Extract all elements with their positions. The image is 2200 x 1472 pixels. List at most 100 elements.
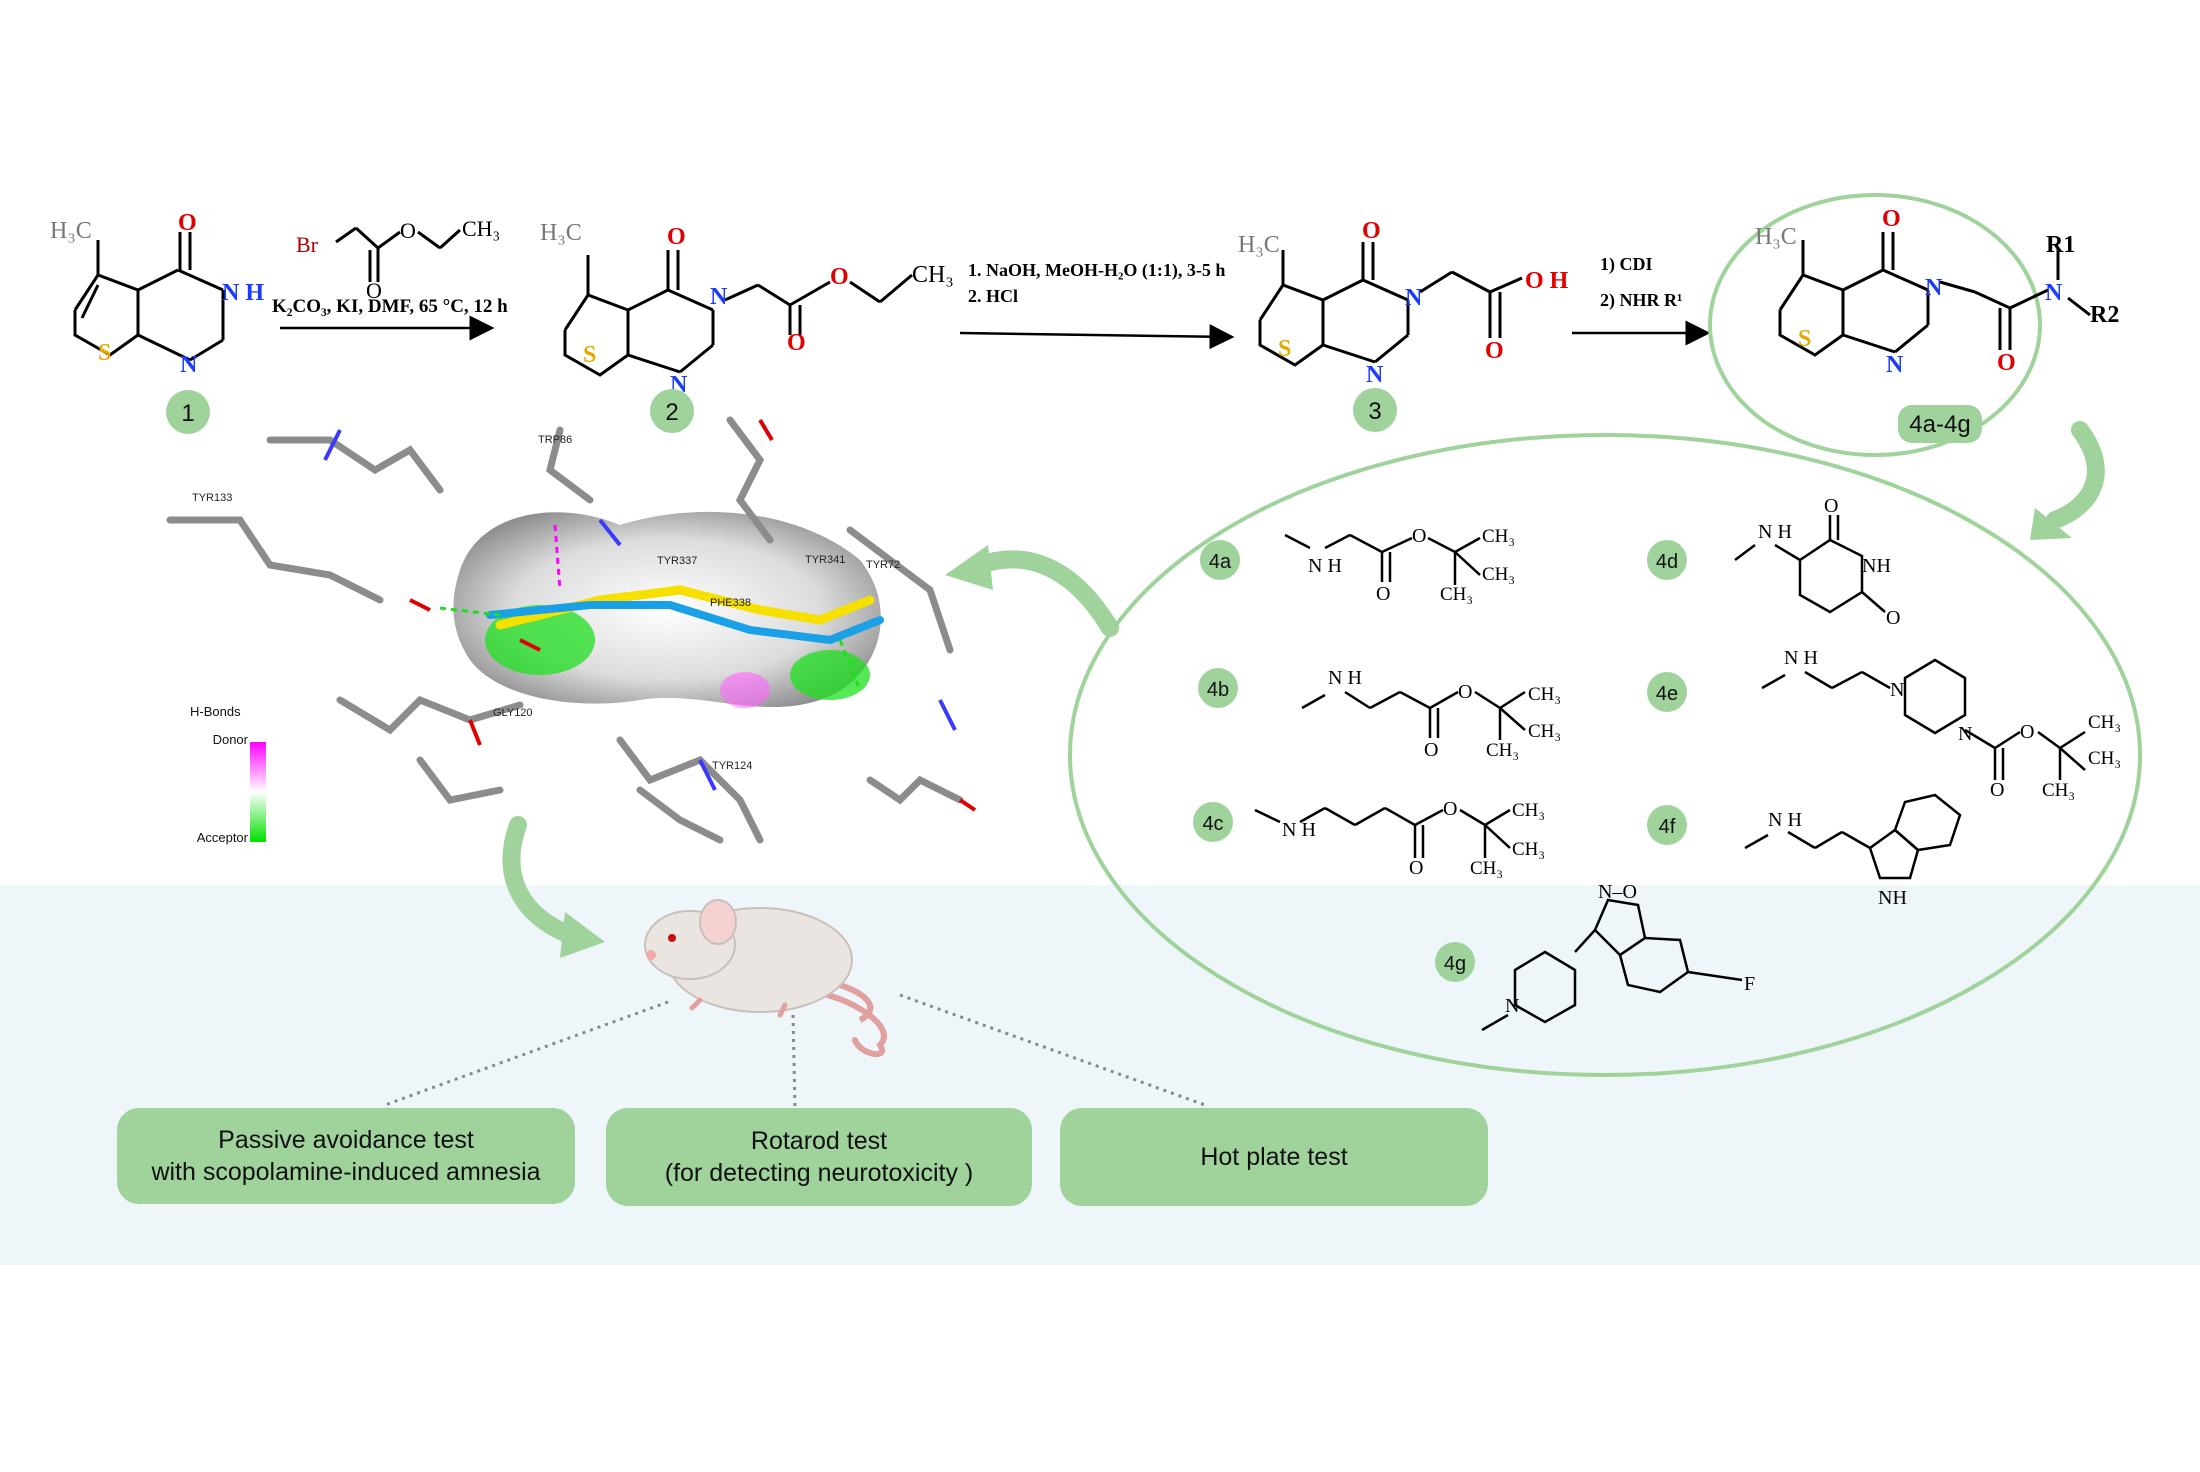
derivative-4a-ch3-2: CH₃	[1482, 564, 1515, 585]
product-to-derivatives-arrow	[2046, 421, 2105, 529]
compound-2-n3: N	[710, 284, 728, 310]
compound-1-structure	[73, 232, 225, 362]
derivative-4b-o1: O	[1424, 739, 1438, 761]
derivative-4d-structure	[1734, 515, 1886, 614]
carbonyl-oxygen: O	[366, 278, 382, 303]
assay-box-rotarod-line2: (for detecting neurotoxicity )	[664, 1159, 974, 1187]
product-r2: R2	[2090, 302, 2119, 328]
product-general-structure	[1778, 232, 2091, 357]
hbond-legend-donor: Donor	[213, 732, 249, 747]
compound-3-structure	[1258, 242, 1523, 367]
compound-2-ch3: CH₃	[912, 262, 954, 288]
assay-box-hot-plate-line1: Hot plate test	[1200, 1143, 1348, 1171]
compound-1-nh: N H	[222, 280, 264, 306]
step2-conditions-2: 2. HCl	[968, 286, 1018, 306]
product-methyl: H₃C	[1755, 224, 1797, 250]
docking-to-assay-arrowhead	[560, 912, 605, 958]
compound-2-structure	[563, 250, 913, 377]
derivative-4e-structure	[1761, 658, 2086, 780]
residue-label-trp86: TRP86	[538, 434, 572, 446]
docking-to-assay-arrow	[502, 816, 579, 944]
compound-1-n: N	[180, 352, 198, 378]
ester-oxygen: O	[400, 218, 416, 243]
compound-3-label: 3	[1368, 398, 1381, 425]
derivative-4c-ch3-3: CH₃	[1470, 858, 1503, 879]
hbond-legend-gradient	[250, 742, 266, 842]
derivative-4d-badge	[1647, 540, 1687, 580]
ethyl-bromoacetate-structure	[335, 226, 462, 282]
assay-box-passive-avoidance: Passive avoidance test with scopolamine-…	[117, 1108, 575, 1204]
derivative-4b-nh: N H	[1328, 667, 1362, 689]
derivative-4c-ch3-2: CH₃	[1512, 839, 1545, 860]
mouse-icon	[644, 899, 887, 1058]
derivative-4c-label: 4c	[1202, 813, 1223, 835]
derivative-4c-badge	[1193, 802, 1233, 842]
derivative-4a-label: 4a	[1209, 551, 1232, 573]
compound-1-oxygen: O	[178, 210, 197, 236]
derivative-4c-nh: N H	[1282, 819, 1316, 841]
product-oxygen: O	[1882, 206, 1901, 232]
compound-3-s: S	[1278, 336, 1291, 362]
compound-3-oxygen: O	[1362, 218, 1381, 244]
derivative-4b-structure	[1301, 690, 1526, 740]
compound-2-badge	[650, 389, 694, 433]
derivative-4a-ch3-1: CH₃	[1482, 526, 1515, 547]
product-amide-n: N	[2045, 280, 2063, 306]
assay-connector-3	[899, 993, 1206, 1107]
derivative-4a-nh: N H	[1308, 555, 1342, 577]
compound-2-ester-o: O	[830, 264, 849, 290]
compound-3-n3: N	[1405, 285, 1423, 311]
assay-box-rotarod: Rotarod test (for detecting neurotoxicit…	[606, 1108, 1032, 1206]
product-badge	[1898, 405, 1982, 443]
derivative-4d-imide-nh: NH	[1862, 555, 1891, 577]
hbond-legend-title: H-Bonds	[190, 704, 241, 719]
derivative-4a-o2: O	[1412, 525, 1426, 547]
residue-label-gly120: GLY120	[493, 707, 533, 719]
derivatives-to-docking-arrowhead	[945, 545, 993, 590]
derivative-4d-label: 4d	[1656, 551, 1678, 573]
derivative-4f-indole-nh: NH	[1878, 887, 1907, 909]
derivative-4e-o1: O	[1990, 779, 2004, 801]
compound-2-methyl: H₃C	[540, 220, 582, 246]
derivative-4b-ch3-2: CH₃	[1528, 721, 1561, 742]
derivative-4a-o1: O	[1376, 583, 1390, 605]
ethyl-ch3: CH₃	[462, 216, 500, 241]
product-s: S	[1798, 326, 1811, 352]
product-n3: N	[1925, 275, 1943, 301]
step2-conditions-1: 1. NaOH, MeOH-H₂O (1:1), 3-5 h	[968, 260, 1225, 281]
derivative-4f-label: 4f	[1659, 816, 1676, 838]
derivative-4e-o2: O	[2020, 721, 2034, 743]
derivative-4c-o2: O	[1443, 798, 1457, 820]
assay-connector-1	[384, 1000, 669, 1107]
product-r1: R1	[2046, 232, 2075, 258]
derivative-4f-badge	[1647, 805, 1687, 845]
derivative-4a-ch3-3: CH₃	[1440, 584, 1473, 605]
derivative-4b-o2: O	[1458, 681, 1472, 703]
derivative-4f-nh: N H	[1768, 809, 1802, 831]
derivative-4c-ch3-1: CH₃	[1512, 800, 1545, 821]
derivative-4g-badge	[1435, 942, 1475, 982]
step3-conditions-2: 2) NHR R¹	[1600, 290, 1682, 311]
derivative-4e-ch3-1: CH₃	[2088, 712, 2121, 733]
compound-2-label: 2	[665, 399, 678, 426]
compound-1-methyl: H₃C	[50, 218, 92, 244]
compound-3-n1: N	[1366, 362, 1384, 388]
derivative-4g-f: F	[1744, 973, 1755, 995]
residue-label-tyr341: TYR341	[805, 554, 845, 566]
step1-conditions: K₂CO₃, KI, DMF, 65 °C, 12 h	[272, 296, 508, 317]
derivatives-to-docking-arrow	[971, 550, 1119, 637]
residue-label-phe338: PHE338	[710, 597, 751, 609]
compound-1-badge	[166, 390, 210, 434]
compound-1-s: S	[98, 340, 111, 366]
assay-box-passive-avoidance-line2: with scopolamine-induced amnesia	[151, 1158, 541, 1186]
step3-conditions-1: 1) CDI	[1600, 254, 1653, 275]
derivative-4g-label: 4g	[1444, 953, 1466, 975]
derivative-4c-structure	[1254, 806, 1511, 858]
derivative-4f-structure	[1744, 793, 1962, 880]
assay-box-hot-plate: Hot plate test	[1060, 1108, 1488, 1206]
derivative-4d-nh: N H	[1758, 521, 1792, 543]
compound-2-s: S	[583, 342, 596, 368]
derivative-4b-ch3-1: CH₃	[1528, 684, 1561, 705]
